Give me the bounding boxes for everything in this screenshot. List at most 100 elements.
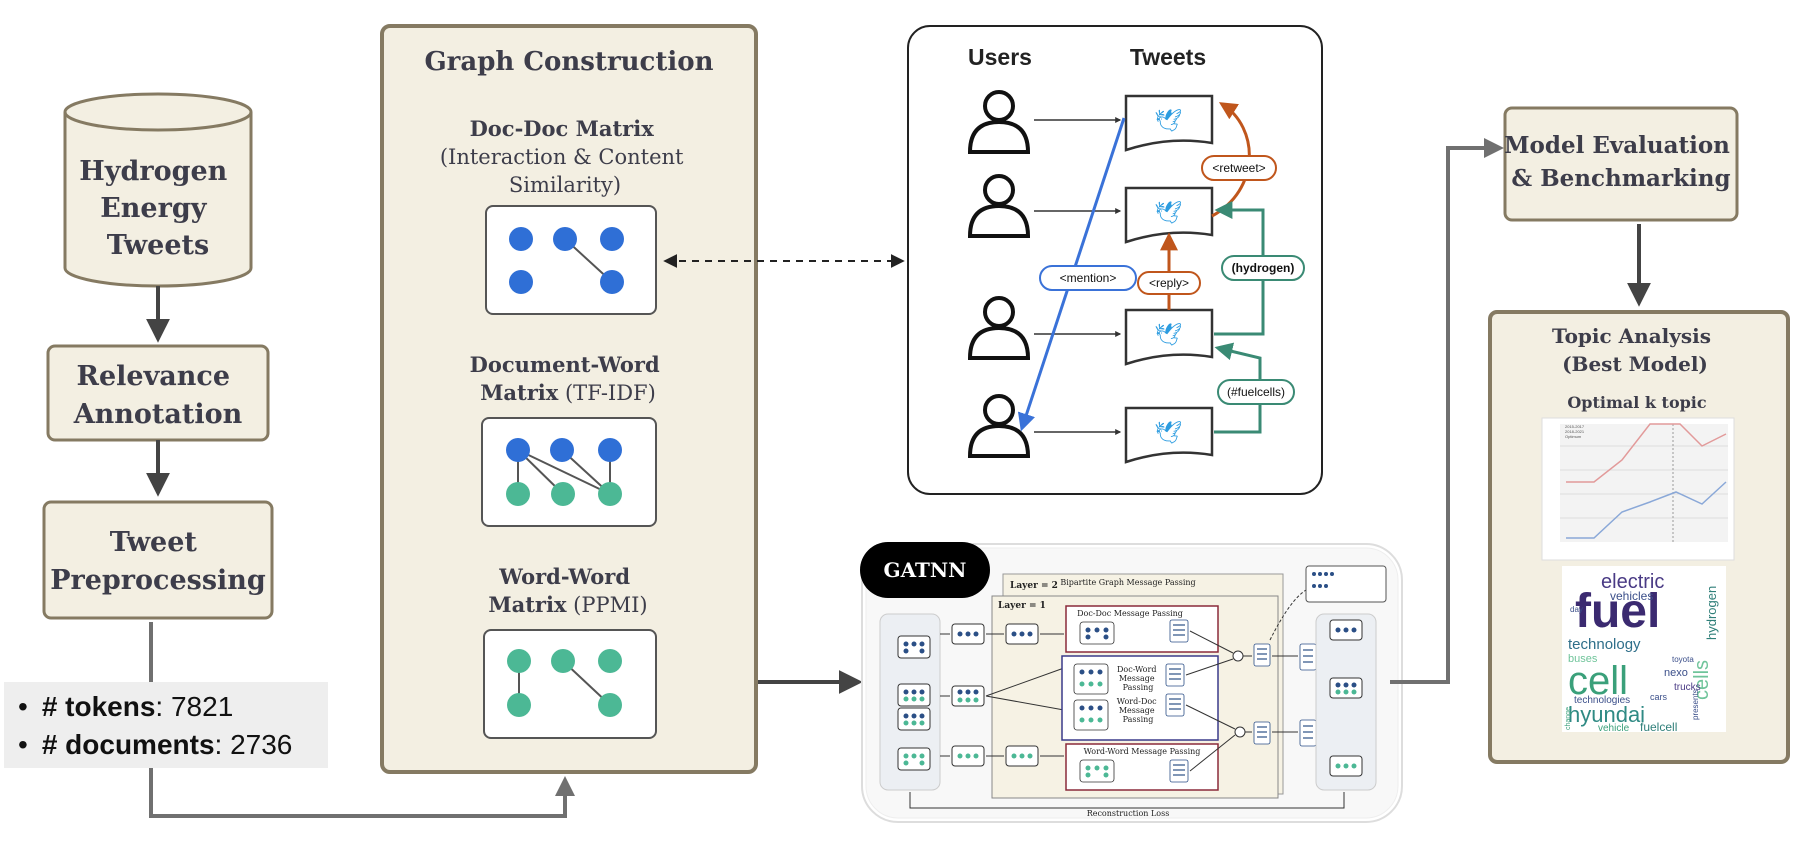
svg-text:cell: cell	[1568, 659, 1628, 703]
svg-text:fuelcell: fuelcell	[1640, 720, 1677, 734]
svg-text:Word-Word Matrix (PPMI): Word-Word Matrix (PPMI)	[488, 564, 647, 617]
svg-text:(#fuelcells): (#fuelcells)	[1227, 385, 1285, 399]
word-node	[506, 482, 530, 506]
word-word-graph	[483, 629, 657, 739]
mention-label: <mention>	[1039, 265, 1137, 291]
bipartite-title: Bipartite Graph Message Passing	[1060, 578, 1195, 587]
svg-text:<reply>: <reply>	[1149, 276, 1189, 290]
tweet-card: 🕊	[1124, 308, 1214, 366]
word-node	[551, 482, 575, 506]
svg-text:day: day	[1570, 605, 1583, 614]
svg-text:<mention>: <mention>	[1060, 271, 1117, 285]
tweets-header: Tweets	[1130, 44, 1206, 70]
tweet-card: 🕊	[1124, 94, 1214, 152]
topic-label-line-2: (Best Model)	[1562, 352, 1708, 376]
svg-text:electric: electric	[1601, 571, 1664, 593]
doc-word-graph	[481, 417, 657, 527]
word-node	[551, 649, 575, 673]
svg-text:Relevance Annotation: Relevance Annotation	[73, 361, 243, 430]
source-label-line-3: Tweets	[107, 230, 209, 261]
tweet-card: 🕊	[1124, 186, 1214, 244]
topic-label-line-1: Topic Analysis	[1552, 324, 1711, 348]
doc-node	[506, 438, 530, 462]
gatnn-badge	[860, 542, 990, 598]
relevance-annotation-box: Relevance Annotation	[46, 344, 270, 442]
svg-text:presents: presents	[1691, 689, 1700, 720]
doc-doc-heading: Doc-Doc Matrix	[470, 116, 655, 141]
source-label-line-1: Hydrogen	[79, 156, 227, 187]
word-node	[507, 693, 531, 717]
evaluation-label-line-1: Model Evaluation	[1504, 132, 1730, 159]
doc-node	[553, 227, 577, 251]
connector-gatnn-to-evaluation	[1390, 138, 1504, 684]
word-doc-mp-label: Word-Doc Message Passing	[1117, 697, 1159, 724]
stat-tokens: # tokens: 7821	[18, 688, 328, 726]
svg-text:buses: buses	[1568, 653, 1598, 665]
gatnn-panel: GATNN Layer = 2 Layer = 1 Bipartite Grap…	[860, 542, 1403, 823]
word-cloud-thumbnail: electric fuel vehicles hydrogen technolo…	[1562, 566, 1726, 734]
svg-text:toyota: toyota	[1672, 655, 1694, 664]
relevance-label-line-1: Relevance	[77, 361, 230, 392]
evaluation-label-line-2: & Benchmarking	[1511, 165, 1730, 192]
svg-text:cars: cars	[1650, 692, 1668, 702]
svg-text:fuel: fuel	[1575, 585, 1660, 638]
doc-word-mp-label: Doc-Word Message Passing	[1117, 665, 1159, 692]
relevance-label-line-2: Annotation	[73, 399, 243, 430]
bird-icon: 🕊	[1154, 108, 1182, 133]
bird-icon: 🕊	[1154, 200, 1182, 225]
word-word-heading-3: (PPMI)	[567, 593, 648, 617]
doc-word-heading-1: Document-Word	[470, 352, 660, 377]
doc-node	[600, 227, 624, 251]
user-icon	[967, 394, 1031, 458]
svg-text:Doc-Doc Matrix (Interact: Doc-Doc Matrix (Interaction & Content Si…	[440, 116, 690, 197]
model-evaluation-box: Model Evaluation & Benchmarking	[1503, 106, 1739, 222]
doc-node	[600, 270, 624, 294]
interaction-panel: Users Tweets 🕊 🕊 🕊 🕊	[907, 25, 1323, 495]
svg-text:Topic Analysis (Best Mod: Topic Analysis (Best Model)	[1552, 324, 1718, 376]
user-icon	[967, 174, 1031, 238]
svg-text:cells: cells	[1691, 660, 1713, 700]
graph-construction-title: Graph Construction	[424, 47, 713, 77]
svg-text:Tweet Preprocessing: Tweet Preprocessing	[50, 527, 266, 596]
plot-legend: 2015-2017 2018-2021 Optimum	[1565, 424, 1585, 439]
layer-2-label: Layer = 2	[1010, 581, 1058, 591]
reconstruction-loss-label: Reconstruction Loss	[1087, 809, 1170, 818]
bird-icon: 🕊	[1154, 420, 1182, 445]
svg-text:(hydrogen): (hydrogen)	[1232, 261, 1295, 275]
svg-text:Hydrogen Energy Tw: Hydrogen Energy Tweets	[79, 156, 236, 261]
doc-node	[550, 438, 574, 462]
layer-1-label: Layer = 1	[998, 601, 1046, 611]
svg-text:Model Evaluation & Bench: Model Evaluation & Benchmarking	[1504, 132, 1738, 192]
stat-documents-key: # documents	[41, 729, 215, 760]
doc-doc-graph	[485, 205, 657, 315]
svg-text:technology: technology	[1568, 636, 1641, 653]
svg-text:nexo: nexo	[1664, 667, 1688, 679]
svg-text:technologies: technologies	[1574, 695, 1630, 706]
hydrogen-label: (hydrogen)	[1221, 255, 1305, 281]
doc-node	[598, 438, 622, 462]
gatnn-badge-label: GATNN	[884, 558, 967, 582]
reply-label: <reply>	[1137, 271, 1201, 295]
word-node	[507, 649, 531, 673]
svg-text:hyundai: hyundai	[1568, 702, 1645, 727]
source-label-line-2: Energy	[100, 193, 207, 224]
svg-text:trucks: trucks	[1674, 682, 1701, 693]
svg-text:vehicles: vehicles	[1610, 589, 1653, 603]
doc-doc-subheading-1: (Interaction & Content	[440, 145, 684, 169]
users-header: Users	[968, 44, 1032, 70]
word-word-heading-2: Matrix	[488, 592, 567, 617]
doc-word-heading-3: (TF-IDF)	[558, 381, 656, 405]
doc-node	[509, 270, 533, 294]
stat-documents-value: : 2736	[214, 729, 293, 760]
svg-text:hydrogen: hydrogen	[1704, 586, 1719, 640]
stat-documents: # documents: 2736	[18, 726, 328, 764]
word-node	[598, 693, 622, 717]
doc-doc-mp-label: Doc-Doc Message Passing	[1077, 609, 1183, 618]
coherence-plot-thumbnail: 2015-2017 2018-2021 Optimum	[1541, 417, 1735, 561]
retweet-label: <retweet>	[1201, 155, 1277, 181]
svg-text:Document-Word Matrix (TF: Document-Word Matrix (TF-IDF)	[470, 352, 667, 405]
svg-text:change: change	[1565, 707, 1572, 730]
user-icon	[967, 90, 1031, 154]
stat-tokens-key: # tokens	[41, 691, 156, 722]
doc-word-heading-2: Matrix	[480, 380, 559, 405]
